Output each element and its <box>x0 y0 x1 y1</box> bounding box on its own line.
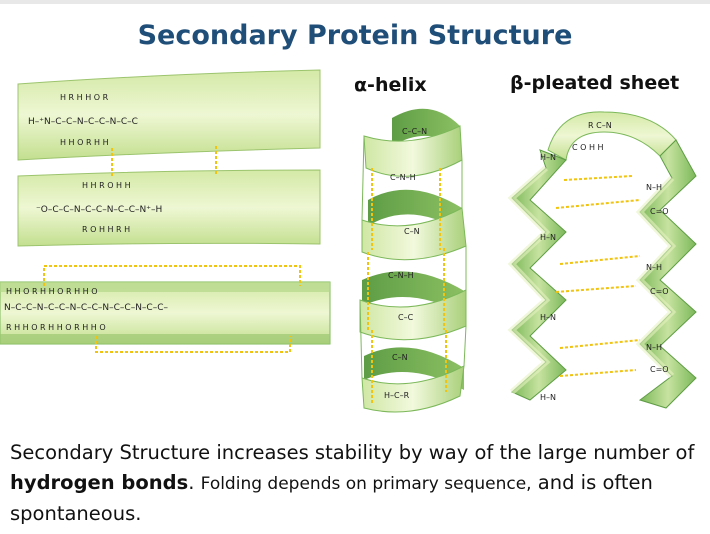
caption-part3: Folding depends on primary sequence, <box>200 474 532 494</box>
svg-text:C–C–N: C–C–N <box>402 127 427 136</box>
svg-text:C–N: C–N <box>404 227 420 236</box>
svg-text:H–⁺N–C–C–N–C–C–N–C–C: H–⁺N–C–C–N–C–C–N–C–C <box>28 117 138 127</box>
caption-part4: and is often spontaneous. <box>10 471 653 525</box>
svg-text:C=O: C=O <box>650 287 669 296</box>
svg-text:C–N: C–N <box>392 353 408 362</box>
alpha-helix-drawing: C–C–N C–N–H C–N C–N–H C–C C–N H–C–R <box>359 108 467 413</box>
svg-text:N–C–C–N–C–C–N–C–C–N–C–C–N–C–C–: N–C–C–N–C–C–N–C–C–N–C–C–N–C–C– <box>4 303 169 313</box>
beta-pleated-sheet-drawing: R C–N C O H H H–N H–N H–N H–N N–H N–H N–… <box>507 111 697 409</box>
svg-text:H H O R H H: H H O R H H <box>60 138 109 147</box>
svg-text:⁻O–C–C–N–C–C–N–C–C–N⁺–H: ⁻O–C–C–N–C–C–N–C–C–N⁺–H <box>36 205 162 215</box>
caption-part1: Secondary Structure increases stability … <box>10 441 695 464</box>
svg-text:H R H H O: H R H H O R <box>60 93 109 102</box>
beta-sheet-label: β-pleated sheet <box>510 72 680 94</box>
svg-text:C=O: C=O <box>650 365 669 374</box>
svg-text:C O H H: C O H H <box>572 143 604 152</box>
svg-text:H H R O H: H H R O H H <box>82 181 131 190</box>
svg-text:H–N: H–N <box>540 153 556 162</box>
svg-text:C–N–H: C–N–H <box>388 271 414 280</box>
caption-text: Secondary Structure increases stability … <box>10 438 710 529</box>
svg-text:C–N–H: C–N–H <box>390 173 416 182</box>
svg-text:N–H: N–H <box>646 343 662 352</box>
svg-text:H–N: H–N <box>540 233 556 242</box>
svg-text:R O H H R H: R O H H R H <box>82 225 130 234</box>
svg-text:R H H O R H H: R H H O R H H O R H H O <box>6 323 106 332</box>
svg-text:H–C–R: H–C–R <box>384 391 410 400</box>
svg-text:C–C: C–C <box>398 313 414 322</box>
svg-text:C=O: C=O <box>650 207 669 216</box>
svg-text:N–H: N–H <box>646 183 662 192</box>
beta-strands-panel: H–⁺N–C–C–N–C–C–N–C–C H R H H O R H H O R… <box>0 69 331 353</box>
alpha-helix-label: α-helix <box>354 74 427 96</box>
svg-text:H H O R H H O: H H O R H H O R H H O <box>6 287 98 296</box>
svg-text:H–N: H–N <box>540 393 556 402</box>
caption-part2: . <box>188 471 201 494</box>
svg-text:R C–N: R C–N <box>588 121 612 130</box>
slide-title: Secondary Protein Structure <box>137 20 573 51</box>
svg-text:N–H: N–H <box>646 263 662 272</box>
caption-bold: hydrogen bonds <box>10 471 189 494</box>
top-divider <box>0 0 710 4</box>
svg-text:H–N: H–N <box>540 313 556 322</box>
